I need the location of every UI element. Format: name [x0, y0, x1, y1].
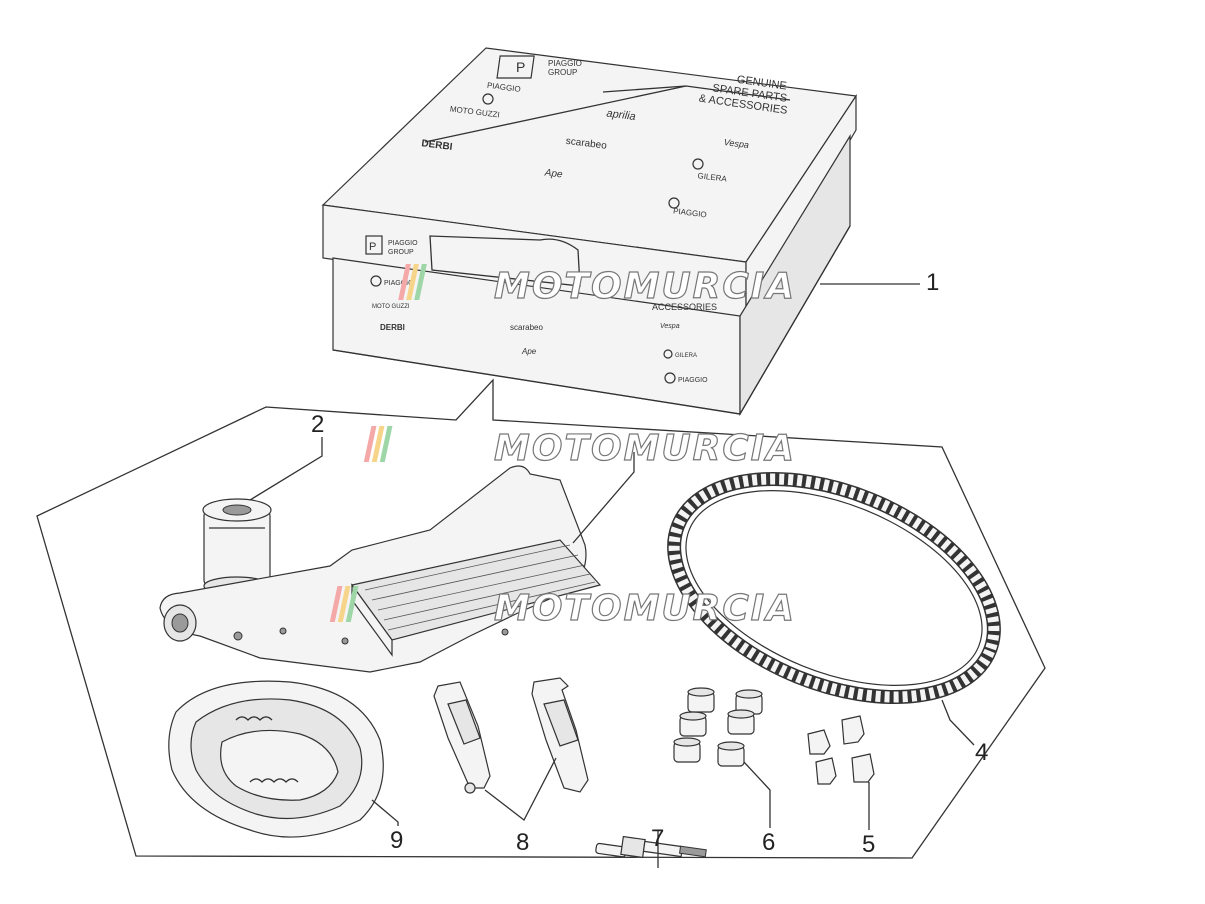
leader-line-8	[484, 757, 557, 821]
watermark-text-1: MOTOMURCIA	[494, 266, 796, 307]
lid-group-line-1: PIAGGIO	[548, 59, 582, 68]
lid-brand-gilera: GILERA	[697, 171, 728, 184]
watermark-text-2: MOTOMURCIA	[494, 428, 796, 469]
side-group-line-1: PIAGGIO	[388, 240, 418, 247]
side-brand-piaggio: PIAGGIO	[384, 280, 414, 287]
side-brand-piaggio-2: PIAGGIO	[678, 377, 708, 384]
leader-line-air-filter	[572, 452, 635, 544]
leader-line-9	[371, 799, 399, 826]
callout-1: 1	[926, 269, 939, 296]
callout-8: 8	[516, 829, 529, 856]
side-brand-vespa: Vespa	[660, 323, 680, 330]
lid-group-line-2: GROUP	[548, 68, 577, 77]
side-headline-fragment: ACCESSORIES	[652, 302, 717, 312]
lid-brand-piaggio-2: PIAGGIO	[673, 206, 708, 219]
side-brand-scarabeo: scarabeo	[510, 323, 543, 332]
brake-shoes	[168, 680, 384, 838]
callout-5: 5	[862, 831, 875, 858]
leader-line-2	[249, 437, 323, 501]
watermark-text-3: MOTOMURCIA	[494, 588, 796, 629]
side-piaggio-p-logo: P	[369, 241, 376, 253]
brake-pads	[433, 677, 589, 794]
spark-plug	[595, 835, 707, 859]
slider-clips	[807, 715, 875, 785]
callout-2: 2	[311, 411, 324, 438]
watermark-1: MOTOMURCIA	[398, 264, 796, 308]
side-brand-derbi: DERBI	[380, 323, 405, 332]
roller-weights	[673, 687, 763, 767]
callout-9: 9	[390, 827, 403, 854]
watermark-2: MOTOMURCIA	[363, 426, 796, 470]
leader-line-6	[743, 761, 771, 828]
callout-6: 6	[762, 829, 775, 856]
side-brand-gilera: GILERA	[675, 353, 697, 359]
watermark-3: MOTOMURCIA	[329, 586, 796, 630]
kit-boundary	[36, 378, 1046, 859]
side-group-line-2: GROUP	[388, 249, 414, 256]
piaggio-p-logo: P	[516, 59, 525, 75]
lid-brand-derbi: DERBI	[421, 138, 453, 153]
lid-brand-piaggio: PIAGGIO	[487, 81, 522, 94]
side-brand-ape: Ape	[521, 347, 537, 356]
callout-7: 7	[651, 825, 664, 852]
service-kit-box: P PIAGGIO GROUP GENUINE SPARE PARTS & AC…	[321, 47, 858, 417]
side-brand-moto-guzzi: MOTO GUZZI	[372, 304, 410, 310]
air-filter	[159, 465, 602, 673]
lid-brand-scarabeo: scarabeo	[565, 136, 608, 152]
lid-brand-ape: Ape	[543, 167, 563, 180]
leader-line-4	[941, 699, 975, 746]
lid-brand-aprilia: aprilia	[606, 108, 637, 123]
callout-4: 4	[975, 739, 988, 766]
drive-belt	[667, 471, 1001, 705]
lid-brand-vespa: Vespa	[723, 137, 749, 150]
